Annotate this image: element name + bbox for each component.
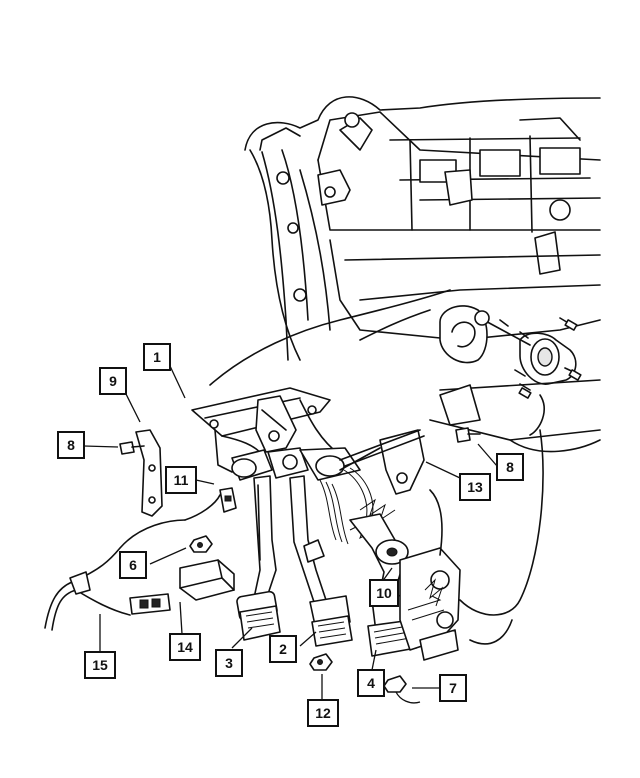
- callout-c11: 11: [165, 466, 197, 494]
- callout-c1: 1: [143, 343, 171, 371]
- callout-label: 12: [315, 705, 331, 721]
- callout-c9: 9: [99, 367, 127, 395]
- callout-label: 4: [367, 675, 375, 691]
- small-parts: [119, 427, 481, 704]
- callout-c6: 6: [119, 551, 147, 579]
- callout-label: 15: [92, 657, 108, 673]
- leader-lines: [83, 365, 498, 700]
- callout-label: 11: [174, 472, 189, 488]
- wiring-harness: [44, 289, 451, 631]
- callout-label: 1: [153, 349, 161, 365]
- callout-label: 9: [109, 373, 117, 389]
- callout-c4: 4: [357, 669, 385, 697]
- callout-c8a: 8: [57, 431, 85, 459]
- callout-label: 8: [67, 437, 75, 453]
- callout-c13: 13: [459, 473, 491, 501]
- callout-label: 3: [225, 655, 233, 671]
- callout-c15: 15: [84, 651, 116, 679]
- dash-panel-structure: [244, 96, 601, 453]
- callout-label: 10: [376, 585, 392, 601]
- callout-label: 14: [177, 639, 193, 655]
- callout-label: 6: [129, 557, 137, 573]
- callout-c7: 7: [439, 674, 467, 702]
- callout-label: 13: [467, 479, 483, 495]
- callout-c3: 3: [215, 649, 243, 677]
- callout-label: 2: [279, 641, 287, 657]
- callout-c2: 2: [269, 635, 297, 663]
- callout-c10: 10: [369, 579, 399, 607]
- callout-c8b: 8: [496, 453, 524, 481]
- callout-c12: 12: [307, 699, 339, 727]
- callout-label: 7: [449, 680, 457, 696]
- pedal-assembly: [231, 429, 544, 661]
- callout-label: 8: [506, 459, 514, 475]
- callout-c14: 14: [169, 633, 201, 661]
